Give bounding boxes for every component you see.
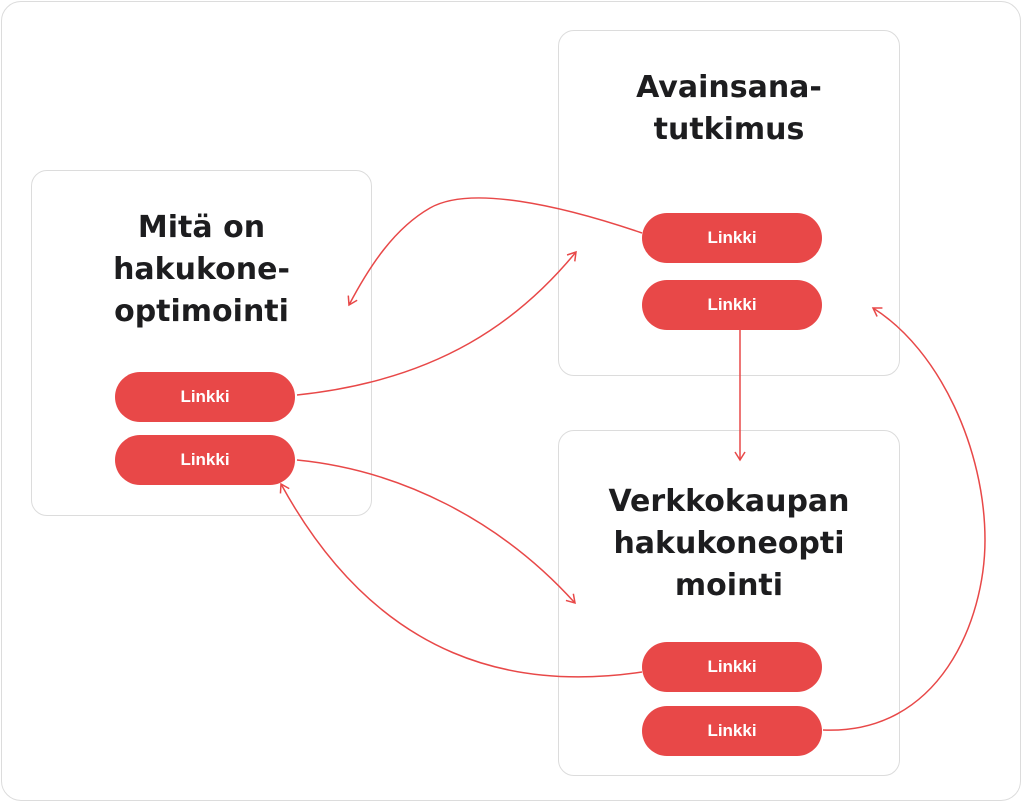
ecommerce-link-1-button[interactable]: Linkki <box>642 642 822 692</box>
ecommerce-link-2-button[interactable]: Linkki <box>642 706 822 756</box>
card-ecommerce-seo-title: Verkkokaupan hakukoneopti mointi <box>608 484 850 603</box>
seo-link-1-button[interactable]: Linkki <box>115 372 295 422</box>
keyword-link-1-button[interactable]: Linkki <box>642 213 822 263</box>
card-seo-title: Mitä on hakukone- optimointi <box>113 210 290 329</box>
card-keyword-research-title: Avainsana- tutkimus <box>636 70 822 147</box>
keyword-link-2-button[interactable]: Linkki <box>642 280 822 330</box>
seo-link-2-button[interactable]: Linkki <box>115 435 295 485</box>
